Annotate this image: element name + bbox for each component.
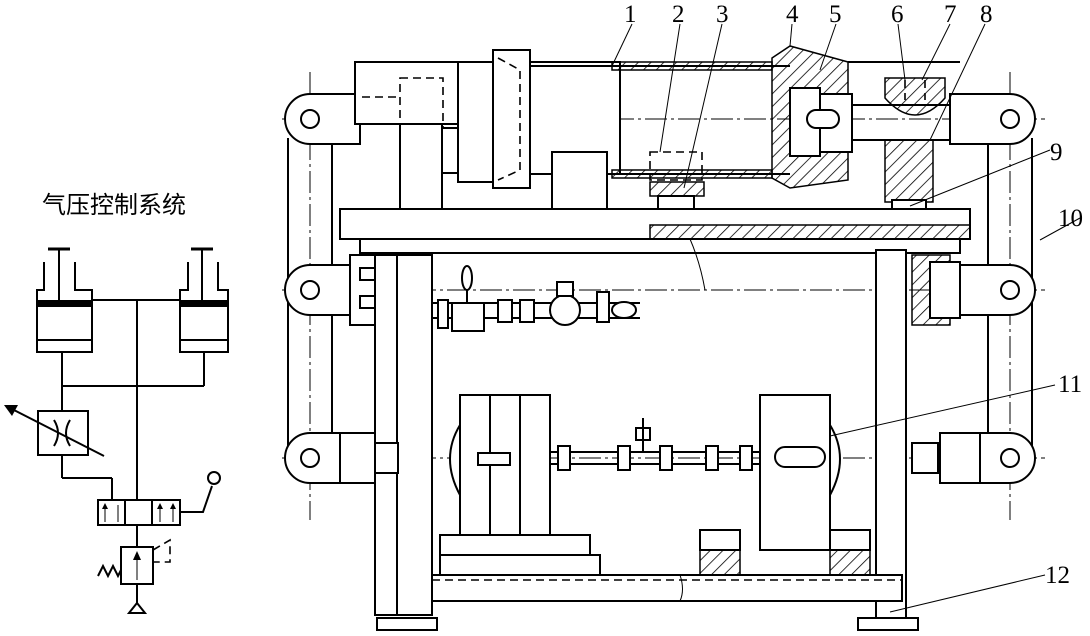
pneumatic-lines xyxy=(61,299,205,604)
valve-cluster xyxy=(430,265,640,332)
lower-assembly xyxy=(339,394,981,576)
upper-clamp-assembly xyxy=(354,45,960,215)
pivot-lugs xyxy=(284,93,1036,484)
directional-control-valve xyxy=(97,471,221,526)
part-number: 3 xyxy=(716,1,729,28)
pneumatic-control-system: 气压控制系统 xyxy=(4,191,229,614)
part-number: 2 xyxy=(672,1,685,28)
throttle-valve xyxy=(4,405,105,457)
part-number: 6 xyxy=(891,1,904,28)
part-number: 4 xyxy=(786,1,799,28)
part-number: 9 xyxy=(1050,139,1063,166)
part-number: 1 xyxy=(624,1,637,28)
base-platform xyxy=(376,574,919,631)
pressure-reducing-valve xyxy=(97,538,171,614)
part-number: 5 xyxy=(829,1,842,28)
upper-platform xyxy=(339,208,971,291)
part-number: 7 xyxy=(944,1,957,28)
part-number: 10 xyxy=(1058,205,1083,232)
machine-assembly: 1 2 3 4 5 6 7 8 9 10 11 12 xyxy=(282,1,1083,631)
part-number-labels: 1 2 3 4 5 6 7 8 9 10 11 12 xyxy=(624,1,1083,589)
leader-lines xyxy=(611,23,1081,613)
left-cylinder xyxy=(36,247,93,353)
part-number: 8 xyxy=(980,1,993,28)
part-number: 12 xyxy=(1045,562,1070,589)
part-number: 11 xyxy=(1058,371,1082,398)
frame-uprights xyxy=(374,249,907,621)
right-cylinder xyxy=(179,247,229,353)
system-title: 气压控制系统 xyxy=(42,191,186,219)
